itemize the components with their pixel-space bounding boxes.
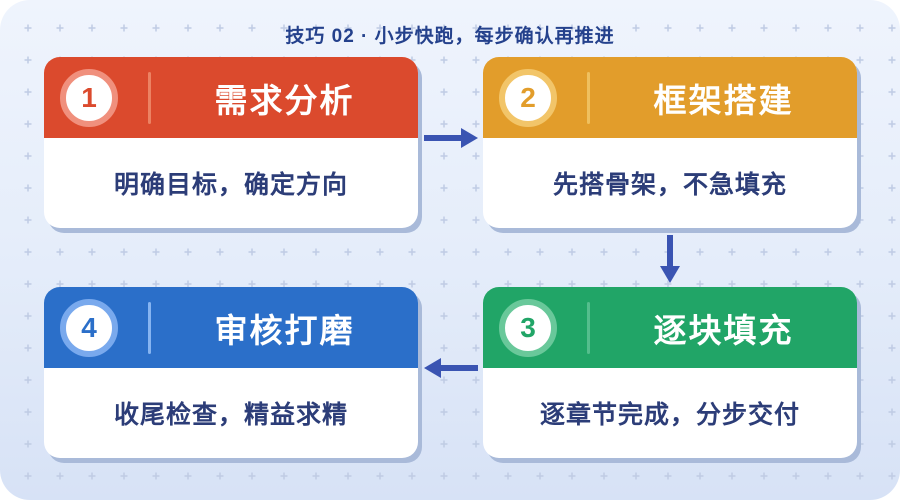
step-3-header: 3 逐块填充 [483, 287, 857, 368]
step-1-title: 需求分析 [214, 81, 355, 119]
step-1-description: 明确目标，确定方向 [113, 171, 348, 199]
step-card-3: 3 逐块填充 逐章节完成，分步交付 [483, 287, 857, 458]
step-card-2: 2 框架搭建 先搭骨架，不急填充 [483, 57, 857, 228]
step-3-number-badge: 3 [499, 298, 557, 357]
step-2-number-badge: 2 [499, 68, 557, 127]
arrow-left-icon [424, 358, 478, 378]
step-1-number-badge: 1 [60, 68, 118, 127]
step-2-title: 框架搭建 [653, 81, 794, 119]
step-card-4: 4 审核打磨 收尾检查，精益求精 [44, 287, 418, 458]
step-4-header-divider [148, 301, 151, 354]
step-3-header-divider [587, 301, 590, 354]
step-4-number-badge: 4 [60, 298, 118, 357]
arrow-right-icon [424, 128, 478, 148]
step-4-header: 4 审核打磨 [44, 287, 418, 368]
step-card-1: 1 需求分析 明确目标，确定方向 [44, 57, 418, 228]
arrow-down-icon [660, 235, 680, 283]
step-4-description: 收尾检查，精益求精 [113, 401, 348, 429]
step-4-title: 审核打磨 [214, 311, 355, 349]
step-2-header-divider [587, 71, 590, 124]
step-3-title: 逐块填充 [653, 311, 794, 349]
step-1-header-divider [148, 71, 151, 124]
step-2-header: 2 框架搭建 [483, 57, 857, 138]
step-1-header: 1 需求分析 [44, 57, 418, 138]
step-2-description: 先搭骨架，不急填充 [552, 171, 787, 199]
page-title: 技巧 02 · 小步快跑，每步确认再推进 [285, 26, 615, 47]
step-3-description: 逐章节完成，分步交付 [539, 401, 800, 429]
